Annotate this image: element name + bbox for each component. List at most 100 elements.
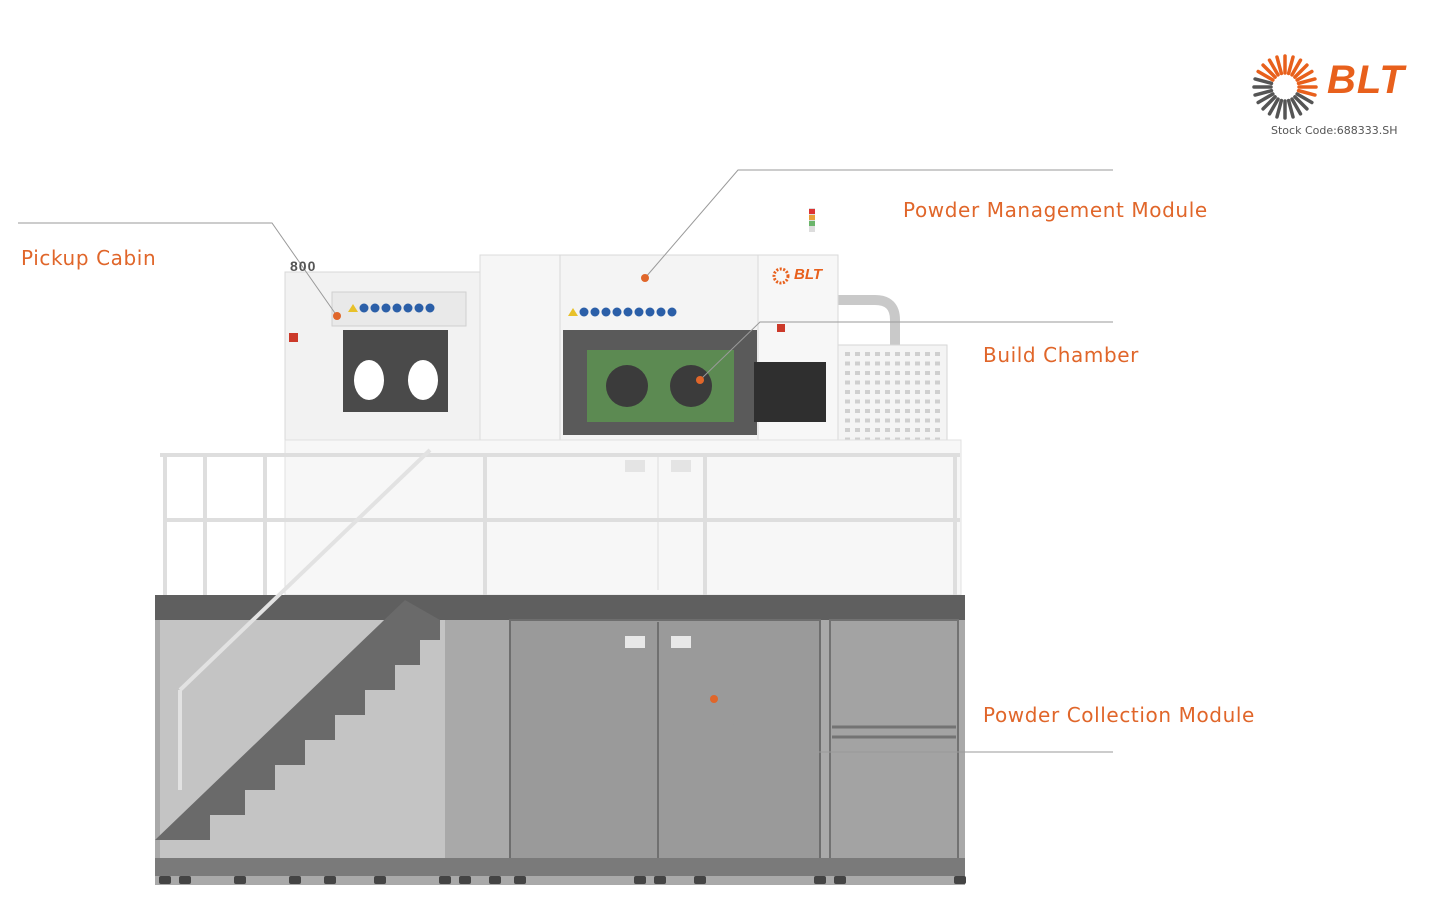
grille-hole [895,380,900,385]
grille-hole [935,418,940,423]
leveling-foot [814,876,826,884]
grille-hole [855,409,860,413]
logo-ray [1286,98,1295,119]
mandatory-sign-icon [403,303,413,313]
grille-hole [845,409,850,413]
grille-hole [905,390,910,394]
grille-hole [935,390,940,394]
build-chamber-leader [699,321,1113,381]
grille-hole [845,352,850,356]
side-shelf-cabinet [829,619,959,861]
grille-hole [925,409,930,413]
mandatory-sign-icon [645,307,655,317]
grille-hole [925,399,930,404]
collection-handle-left [625,636,645,648]
powder-collection-cabinet [509,619,821,861]
lower-body [284,439,962,596]
logo-ray [1253,77,1274,86]
grille-hole [845,428,850,432]
grille-hole [885,352,890,356]
grille-hole [875,371,880,375]
leveling-foot [179,876,191,884]
grille-hole [905,361,910,366]
powder-collection-leader [713,698,1113,753]
grille-hole [885,380,890,385]
grille-hole [865,428,870,432]
stock-code: Stock Code:688333.SH [1271,124,1398,137]
grille-hole [865,399,870,404]
grille-hole [925,352,930,356]
machine-brand-logo-icon [772,267,790,285]
grille-hole [875,380,880,385]
leveling-foot [439,876,451,884]
leveling-foot [289,876,301,884]
callout-powder-collection-module: Powder Collection Module [983,703,1255,727]
mandatory-sign-icon [601,307,611,317]
logo-ray [1296,77,1317,86]
grille-hole [905,418,910,423]
grille-hole [855,418,860,423]
warning-triangle-icon [348,304,358,312]
grille-hole [925,390,930,394]
leveling-foot [374,876,386,884]
leveling-foot [489,876,501,884]
grille-hole [885,428,890,432]
logo-ray [1256,92,1275,105]
mandatory-sign-icon [579,307,589,317]
mandatory-sign-icon [392,303,402,313]
grille-hole [865,418,870,423]
grille-hole [935,380,940,385]
leveling-foot [634,876,646,884]
grille-hole [935,352,940,356]
powder-management-dot [641,274,649,282]
glove-port-left [354,360,384,400]
grille-hole [855,361,860,366]
lower-handle-left [625,460,645,472]
mandatory-sign-icon [656,307,666,317]
leveling-feet [159,876,966,884]
lower-handle-right [671,460,691,472]
grille-hole [895,428,900,432]
guard-railing [160,453,960,595]
brand-logo-text: BLT [1327,58,1405,102]
grille-hole [885,418,890,423]
grille-hole [875,399,880,404]
grille-hole [855,352,860,356]
logo-ray [1296,88,1317,97]
grille-hole [915,371,920,375]
mandatory-sign-icon [667,307,677,317]
logo-ray [1295,92,1314,105]
grille-hole [875,361,880,366]
grille-hole [895,399,900,404]
grille-hole [865,409,870,413]
control-black-box [754,362,826,422]
grille-hole [845,390,850,394]
signal-orange [809,215,815,220]
platform-base [155,858,965,876]
logo-ray [1290,58,1303,77]
logo-ray [1275,98,1284,119]
grille-hole [875,428,880,432]
grille-hole [935,428,940,432]
logo-ray [1286,55,1295,76]
build-glove-port-left [606,365,648,407]
grille-hole [845,361,850,366]
callout-lines [18,169,1113,753]
logo-ray [1293,95,1309,111]
grille-hole [845,371,850,375]
grille-hole [905,380,910,385]
grille-hole [935,409,940,413]
grille-hole [855,380,860,385]
mandatory-sign-icon [370,303,380,313]
callout-build-chamber: Build Chamber [983,343,1139,367]
grille-hole [855,371,860,375]
grille-hole [865,380,870,385]
collection-handle-right [671,636,691,648]
mandatory-sign-icon [414,303,424,313]
grille-hole [895,390,900,394]
grille-hole [895,361,900,366]
leveling-foot [954,876,966,884]
logo-ray [1275,55,1284,76]
grille-hole [865,371,870,375]
grille-hole [845,418,850,423]
